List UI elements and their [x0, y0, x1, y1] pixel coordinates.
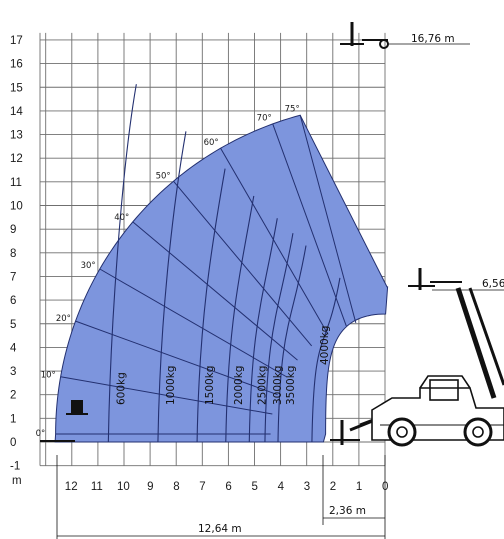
angle-rays: [55, 115, 357, 435]
mid-height-label: 6,56 m: [482, 278, 504, 290]
x-tick-label: 5: [252, 481, 258, 493]
load-label: 1500kg: [204, 366, 216, 405]
load-label: 3500kg: [285, 366, 297, 405]
angle-ray: [272, 123, 347, 327]
x-tick-label: 12: [65, 481, 78, 493]
y-tick-label: 1: [10, 413, 16, 425]
x-tick-label: 4: [278, 481, 285, 493]
load-label: 1000kg: [165, 366, 177, 405]
x-tick-label: 9: [147, 481, 153, 493]
x-tick-label: 2: [330, 481, 336, 493]
angle-label: 50°: [156, 172, 171, 182]
x-tick-label: 10: [117, 481, 130, 493]
y-tick-label: 17: [10, 35, 23, 47]
wheels: [387, 417, 493, 447]
load-arc-4000kg: [311, 277, 341, 443]
y-tick-label: 0: [10, 437, 16, 449]
y-unit-label: m: [12, 475, 22, 487]
load-arc-1000kg: [157, 131, 187, 443]
load-label: 600kg: [115, 372, 127, 405]
x-tick-label: 8: [173, 481, 179, 493]
fork-carriage-raised: [408, 268, 462, 290]
y-tick-label: 16: [10, 59, 23, 71]
angle-ray: [99, 268, 287, 377]
angle-label: 0°: [36, 429, 46, 439]
y-tick-label: 12: [10, 153, 23, 165]
load-label: 3000kg: [272, 366, 284, 405]
x-tick-label: 11: [91, 481, 103, 493]
load-arc-3000kg: [264, 233, 294, 443]
y-tick-label: 13: [10, 130, 23, 142]
load-arcs: [107, 84, 341, 443]
load-label: 2000kg: [233, 366, 245, 405]
angle-labels: 0° 10° 20° 30° 40° 50° 60° 70° 75°: [36, 104, 300, 439]
angle-label: 20°: [56, 314, 71, 324]
load-arc-3500kg: [277, 245, 307, 443]
reach-envelope: [54, 114, 389, 443]
y-tick-label: 9: [10, 224, 16, 236]
angle-ray: [299, 115, 357, 324]
load-arc-600kg: [107, 84, 137, 443]
load-label: 4000kg: [319, 326, 331, 365]
load-label: 2500kg: [256, 366, 268, 405]
angle-ray: [220, 147, 329, 335]
x-tick-label: 3: [304, 481, 310, 493]
angle-label: 40°: [114, 213, 129, 223]
y-tick-label: 11: [10, 177, 22, 189]
max-reach-label: 12,64 m: [198, 523, 242, 535]
dimensions: 16,76 m 6,56 m 2,36 m 12,64 m: [56, 33, 504, 539]
envelope-shape: [54, 114, 389, 443]
angle-label: 60°: [204, 138, 219, 148]
telehandler-illustration: [40, 22, 504, 447]
x-tick-label: 1: [356, 481, 362, 493]
y-tick-label: -1: [10, 461, 20, 473]
x-tick-label: 7: [199, 481, 205, 493]
load-block: [66, 400, 88, 415]
max-height-label: 16,76 m: [411, 33, 455, 45]
y-tick-label: 2: [10, 390, 16, 402]
min-reach-label: 2,36 m: [329, 505, 366, 517]
angle-label: 70°: [257, 113, 272, 123]
y-tick-label: 5: [10, 319, 16, 331]
fork-carriage-top: [340, 22, 389, 49]
angle-ray: [132, 221, 298, 361]
y-tick-label: 10: [10, 201, 23, 213]
y-tick-label: 8: [10, 248, 16, 260]
load-arc-2000kg: [225, 195, 255, 443]
angle-label: 10°: [41, 371, 56, 381]
y-tick-label: 15: [10, 82, 23, 94]
angle-label: 75°: [285, 104, 300, 114]
y-tick-label: 3: [10, 366, 16, 378]
y-tick-label: 4: [10, 342, 17, 354]
load-arc-1500kg: [196, 168, 226, 443]
angle-ray: [75, 320, 278, 396]
y-tick-label: 7: [10, 271, 16, 283]
boom-arm: [455, 287, 504, 399]
load-arc-2500kg: [248, 218, 278, 443]
x-tick-label: 6: [225, 481, 231, 493]
angle-ray: [60, 376, 273, 415]
angle-ray: [173, 180, 313, 347]
y-tick-label: 14: [10, 106, 23, 118]
angle-label: 30°: [81, 261, 96, 271]
y-tick-label: 6: [10, 295, 16, 307]
